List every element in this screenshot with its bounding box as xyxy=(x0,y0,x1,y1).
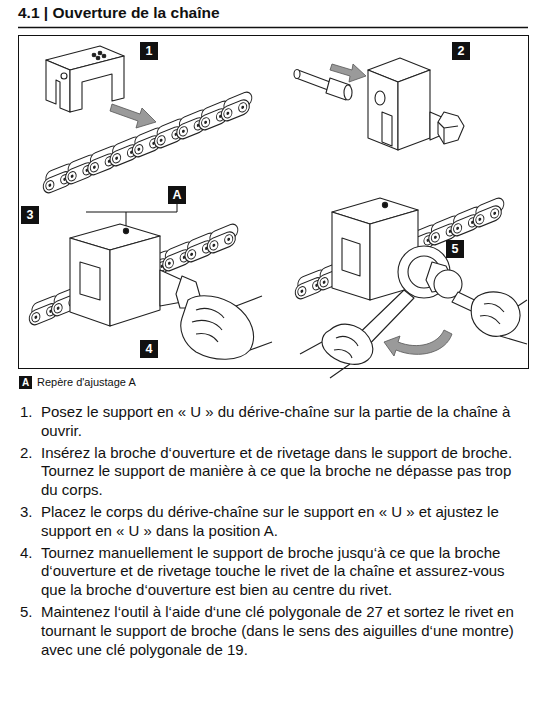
leader-line xyxy=(126,204,177,226)
step-text: Tournez manuellement le support de broch… xyxy=(41,544,530,600)
u-support-slot xyxy=(342,238,360,276)
support-hole xyxy=(61,73,67,79)
callout-number: 4 xyxy=(146,343,153,356)
finger-line xyxy=(334,336,358,358)
u-support-side xyxy=(46,60,70,112)
adjust-hole xyxy=(98,51,102,55)
insert-arrow xyxy=(330,64,366,82)
legend-text: Repère d'ajustage A xyxy=(37,376,136,388)
step-item: 4.Tournez manuellement le support de bro… xyxy=(20,544,530,600)
tool-body-side xyxy=(368,70,398,150)
step-item: 2.Insérez la broche d‘ouverture et de ri… xyxy=(20,444,530,500)
callout-number: A xyxy=(172,189,181,202)
u-support-front xyxy=(70,56,124,112)
tool-body-side xyxy=(332,212,370,300)
finger-line xyxy=(192,308,224,342)
callout-number: 3 xyxy=(27,209,34,222)
callout-box: 5 xyxy=(446,240,464,258)
callout-box: 4 xyxy=(140,340,158,358)
rotation-arrow xyxy=(384,330,452,356)
step-item: 1.Posez le support en « U » du dérive-ch… xyxy=(20,403,530,441)
step-item: 3.Placez le corps du dérive-chaîne sur l… xyxy=(20,503,530,541)
pin-sleeve-end xyxy=(344,85,352,100)
adjust-hole xyxy=(92,53,96,57)
tool-body-front xyxy=(110,236,160,326)
hand xyxy=(181,296,254,360)
wrist-line xyxy=(300,342,350,378)
callout-number: 2 xyxy=(458,45,465,58)
pin-tip xyxy=(294,70,300,79)
step-number: 5. xyxy=(20,603,41,659)
callout-box: 1 xyxy=(140,42,158,60)
callout-number: 1 xyxy=(146,45,153,58)
step-number: 4. xyxy=(20,544,41,600)
hand xyxy=(471,292,520,336)
callout-box: A xyxy=(168,186,186,204)
hand xyxy=(322,324,373,364)
callout-number: A xyxy=(22,378,29,388)
figure-frame xyxy=(19,36,529,369)
adjust-mark xyxy=(382,202,387,207)
step-number: 2. xyxy=(20,444,41,500)
adjust-hole xyxy=(96,56,100,60)
leader-line xyxy=(86,212,126,213)
callout-box: 3 xyxy=(21,206,39,224)
step-text: Maintenez l‘outil à l‘aide d‘une clé pol… xyxy=(41,603,530,659)
opening-pin xyxy=(296,70,330,90)
callout-box: A xyxy=(19,376,32,389)
hex-edge xyxy=(438,122,458,144)
section-title: 4.1 | Ouverture de la chaîne xyxy=(18,4,220,22)
title-rule xyxy=(18,27,528,29)
tool-body-front xyxy=(398,70,430,150)
adjust-hole xyxy=(102,54,106,58)
step-item: 5.Maintenez l‘outil à l‘aide d‘une clé p… xyxy=(20,603,530,659)
step-list: 1.Posez le support en « U » du dérive-ch… xyxy=(20,403,530,659)
chain xyxy=(293,196,506,301)
legend-row: Repère d'ajustage A xyxy=(37,376,136,388)
hex-holder xyxy=(438,112,464,144)
finger-line xyxy=(480,303,504,324)
tool-body-slot xyxy=(382,112,392,146)
callout-number: 5 xyxy=(452,243,459,256)
tool-body-side xyxy=(70,238,110,326)
u-support-slot xyxy=(80,262,100,300)
step-text: Posez le support en « U » du dérive-chaî… xyxy=(41,403,530,441)
callout-box: 2 xyxy=(452,42,470,60)
adjust-mark xyxy=(123,228,128,233)
wrist-line xyxy=(236,296,272,350)
step-number: 1. xyxy=(20,403,41,441)
step-text: Placez le corps du dérive-chaîne sur le … xyxy=(41,503,530,541)
pin-hole xyxy=(375,91,385,105)
step-text: Insérez la broche d‘ouverture et de rive… xyxy=(41,444,530,500)
wrist-line xyxy=(500,300,527,344)
move-arrow xyxy=(110,104,156,128)
step-number: 3. xyxy=(20,503,41,541)
